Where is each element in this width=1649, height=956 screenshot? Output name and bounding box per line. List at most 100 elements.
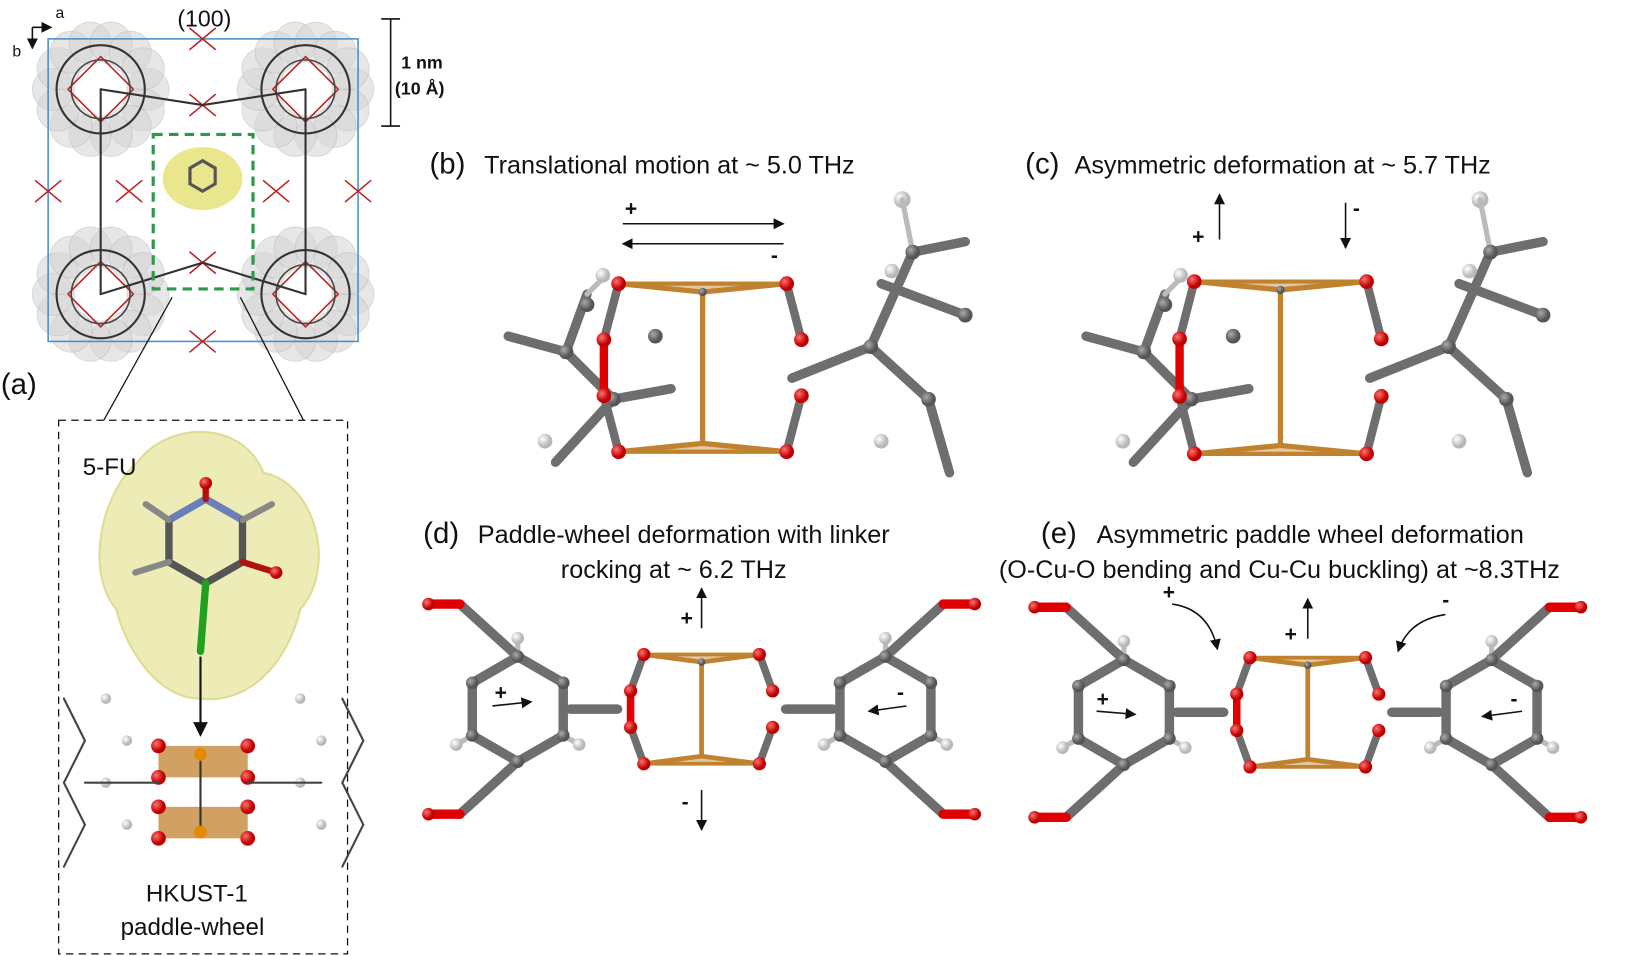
hydrogen-atom <box>537 433 553 449</box>
carbon-atom <box>1183 391 1199 407</box>
bond <box>1486 760 1555 823</box>
bond <box>1081 331 1149 357</box>
paddle-wheel-motif <box>66 260 135 328</box>
oxygen-atom <box>151 770 166 785</box>
hydrogen-atom <box>884 263 900 279</box>
carbon-atom <box>1439 732 1453 745</box>
bond <box>1061 602 1129 665</box>
bond <box>189 27 216 51</box>
minus-sign: - <box>1442 589 1449 612</box>
bond <box>1441 655 1497 691</box>
minus-sign: - <box>1353 197 1360 220</box>
oxygen-atom <box>240 738 256 754</box>
carbon-atom <box>879 650 892 663</box>
pore-highlight-box <box>151 132 255 291</box>
oxygen-atom <box>1028 600 1041 614</box>
carbon-atom <box>924 676 938 690</box>
guest-molecule <box>188 158 217 194</box>
carbon-atom <box>1441 339 1456 355</box>
bond <box>880 599 948 662</box>
bond <box>880 730 936 767</box>
oxygen-atom <box>968 597 982 611</box>
oxygen-atom <box>1186 274 1202 289</box>
bond <box>1501 394 1533 478</box>
carbon-atom <box>465 729 479 742</box>
hydrogen-atom <box>873 433 889 449</box>
oxygen-atom <box>752 647 766 662</box>
paddle-wheel-motif <box>66 55 135 124</box>
oxygen-atom <box>1358 760 1373 774</box>
panel-d-label: (d) <box>423 517 459 550</box>
carbon-atom <box>1439 679 1453 693</box>
carbon-atom <box>698 287 707 297</box>
hydrogen-atom <box>879 631 892 645</box>
paddle-wheel-motif <box>271 55 340 124</box>
paddle-wheel-motif <box>271 260 340 328</box>
plus-sign: + <box>1192 226 1204 249</box>
carbon-atom <box>879 755 892 768</box>
bond <box>1119 733 1175 770</box>
panel-d-structure <box>422 597 982 821</box>
panel-d-title-line1: Paddle-wheel deformation with linker <box>478 521 890 549</box>
bond <box>1365 341 1454 383</box>
linker-arrow-left <box>492 697 533 709</box>
hydrogen-atom <box>1115 433 1131 449</box>
carbon-atom <box>1276 285 1285 295</box>
bond <box>923 394 955 478</box>
bond <box>165 495 210 524</box>
hydrogen-atom <box>1451 433 1467 449</box>
axis-a-label: a <box>55 5 64 22</box>
bond <box>1119 655 1175 691</box>
oxygen-atom <box>1373 331 1389 347</box>
panel-b-label: (b) <box>429 147 465 180</box>
oxygen-atom <box>779 276 795 292</box>
oxygen-atom <box>623 684 638 698</box>
bond <box>262 179 290 203</box>
hydrogen-atom <box>1423 741 1437 755</box>
molecular-surface <box>98 430 320 701</box>
bond <box>344 179 372 203</box>
carbon-atom <box>1530 679 1544 693</box>
bond <box>165 558 210 587</box>
bond <box>880 756 948 819</box>
bond <box>115 179 143 203</box>
panel-e-structure <box>1028 600 1588 824</box>
linker-arrow-right <box>1481 709 1523 721</box>
minus-sign: - <box>897 682 904 705</box>
oxygen-atom <box>611 276 626 292</box>
carbon-atom <box>194 747 207 761</box>
hydrogen-atom <box>1546 741 1560 755</box>
bond <box>62 781 86 826</box>
scale-bar: 1 nm (10 Å) <box>381 18 445 127</box>
carbon-atom <box>558 344 574 360</box>
bond <box>1362 277 1386 344</box>
bond <box>1061 760 1129 823</box>
carbon-atom <box>833 676 847 690</box>
hydrogen-atom <box>595 267 611 283</box>
bond <box>513 651 568 688</box>
carbon-atom <box>511 755 525 768</box>
hydrogen-atom <box>316 735 327 746</box>
carbon-atom <box>1303 661 1312 669</box>
scale-bar-sublabel: (10 Å) <box>395 79 445 99</box>
carbon-atom <box>1483 244 1498 260</box>
plus-sign: + <box>625 197 637 220</box>
bond <box>835 730 891 767</box>
bond <box>782 391 806 456</box>
hydrogen-atom <box>100 693 112 704</box>
carbon-atom <box>556 729 570 742</box>
bond <box>908 236 971 257</box>
bond <box>787 341 876 383</box>
framework-sublabel: paddle-wheel <box>121 914 265 941</box>
bond <box>202 495 247 524</box>
carbon-atom <box>511 650 525 663</box>
oxygen-atom <box>422 597 435 611</box>
5-fluorouracil-molecule <box>132 476 283 656</box>
carbon-atom <box>957 307 973 323</box>
oxygen-atom <box>422 807 435 821</box>
oxygen-atom <box>596 388 612 404</box>
plus-sign: + <box>1097 688 1109 711</box>
oxygen-atom <box>794 388 809 404</box>
carbon-atom <box>1136 344 1152 360</box>
